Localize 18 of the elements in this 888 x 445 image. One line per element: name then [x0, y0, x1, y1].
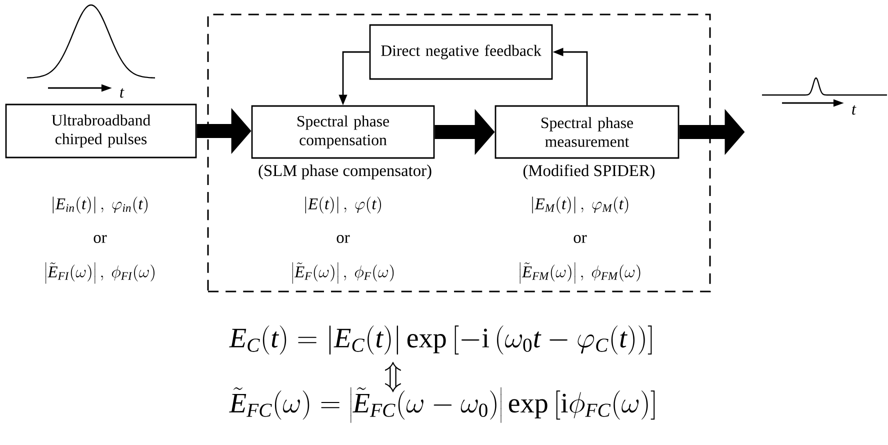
- process-box: Direct negative feedback: [369, 24, 553, 80]
- formula: $\left|E_{in}(t)\right|,\ \varphi_{in}(t)$: [52, 196, 148, 214]
- node-label: (SLM phase compensator): [258, 164, 432, 180]
- formula: $\left|\tilde{E}_{FM}(\omega)\right|,\ \phi_{FM}(\omega)$: [520, 262, 640, 284]
- formula: $\left|E(t)\right|,\ \varphi(t)$: [305, 196, 381, 214]
- dashed-boundary-box: [207, 14, 711, 292]
- or-label: or: [574, 235, 587, 243]
- process-box: Spectral phase measurement: [494, 105, 680, 159]
- formula: $\left|\tilde{E}_{F}(\omega)\right|,\ \phi_{F}(\omega)$: [292, 262, 394, 284]
- process-box: Spectral phase compensation: [251, 105, 435, 159]
- formula: $\left|E_{M}(t)\right|,\ \varphi_{M}(t)$: [532, 196, 628, 214]
- equation: $E_{C}(t)=\left|E_{C}(t)\right|\exp\left[-\mathrm{i}\left(\omega_{0}t-\varphi_{C}(t)\right)\right]$: [229, 325, 652, 355]
- output-pulse-drawing: [761, 77, 888, 96]
- formula: $\left|\tilde{E}_{FI}(\omega)\right|,\ \phi_{FI}(\omega)$: [46, 262, 154, 284]
- process-box: Ultrabroadband chirped pulses: [5, 104, 197, 158]
- node-label: (Modified SPIDER): [523, 164, 655, 180]
- or-label: or: [336, 235, 350, 243]
- or-label: or: [94, 235, 107, 243]
